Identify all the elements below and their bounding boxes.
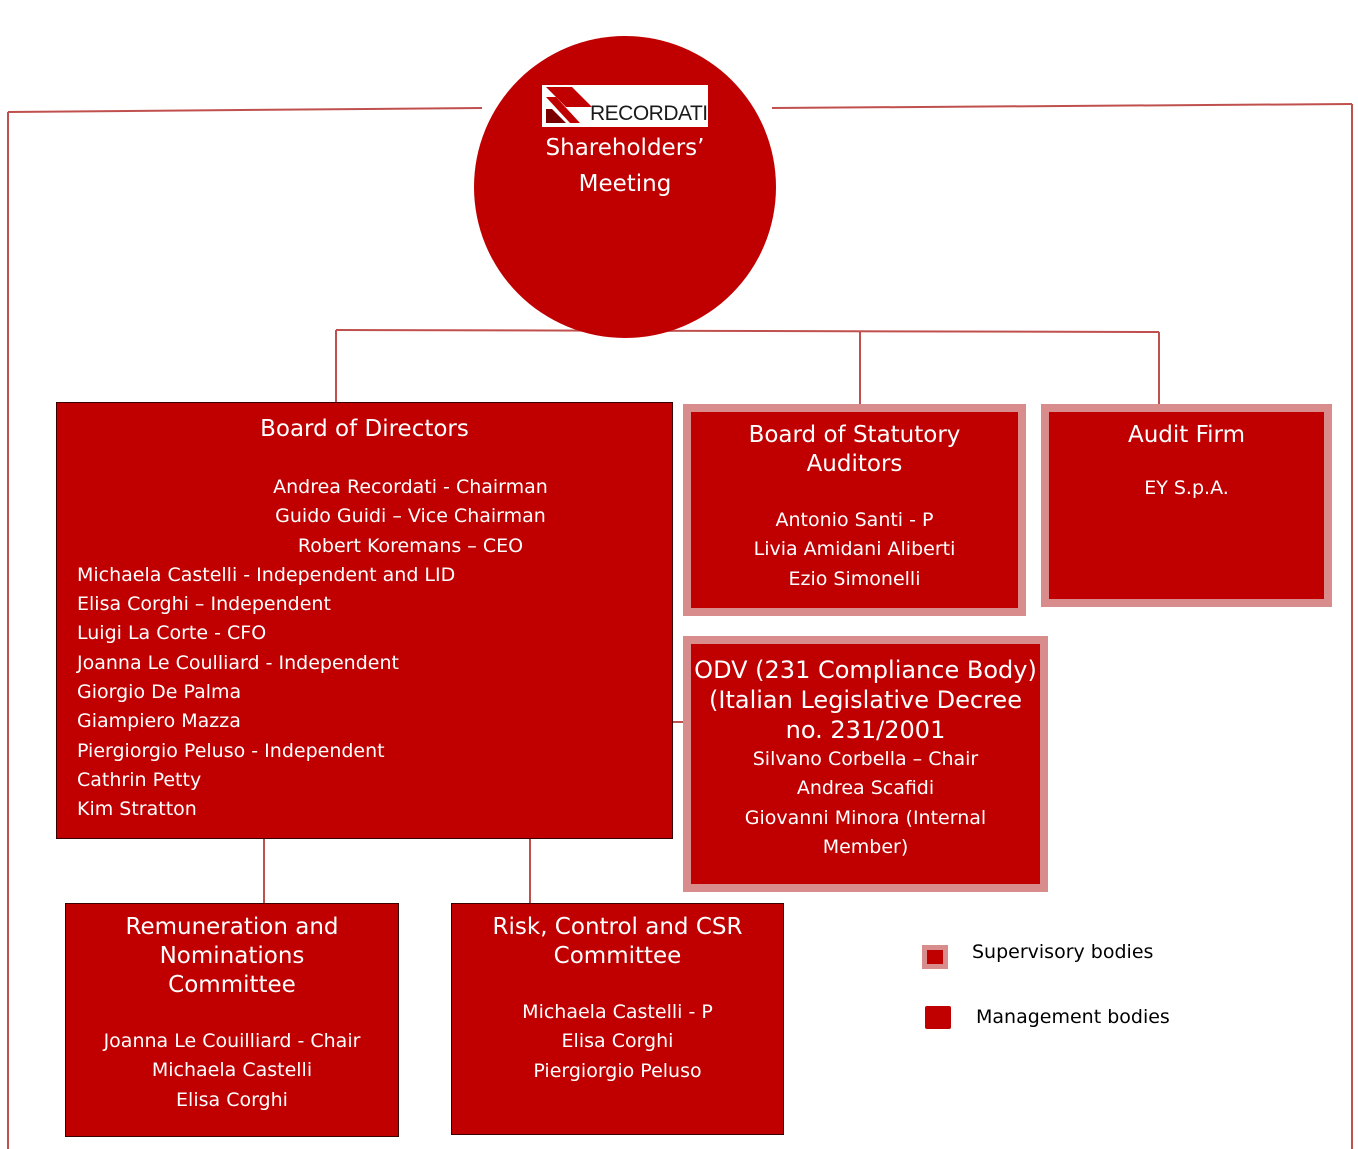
board-member: Andrea Recordati - Chairman — [273, 476, 548, 498]
shareholders-title-line2: Meeting — [578, 171, 672, 197]
remuneration-title-line: Nominations — [159, 943, 305, 969]
odv-members: Silvano Corbella – Chair Andrea Scafidi … — [691, 745, 1040, 862]
remuneration-title-line: Committee — [168, 972, 296, 998]
board-member: Kim Stratton — [77, 798, 197, 821]
legend-supervisory-label: Supervisory bodies — [972, 941, 1154, 963]
remuneration-member: Michaela Castelli — [151, 1059, 313, 1082]
shareholders-title: Shareholders’ Meeting — [474, 130, 776, 202]
odv-box: ODV (231 Compliance Body) (Italian Legis… — [683, 636, 1048, 892]
board-member: Luigi La Corte - CFO — [77, 622, 267, 645]
board-member: Elisa Corghi – Independent — [77, 593, 331, 616]
odv-title-line: no. 231/2001 — [785, 716, 946, 744]
board-left-members: Michaela Castelli - Independent and LID … — [57, 561, 672, 825]
statutory-members: Antonio Santi - P Livia Amidani Aliberti… — [691, 506, 1018, 594]
board-member: Giampiero Mazza — [77, 710, 241, 733]
recordati-logo: RECORDATI — [542, 85, 708, 127]
logo-text: RECORDATI — [590, 102, 708, 125]
odv-member: Giovanni Minora (Internal — [744, 806, 987, 829]
board-member: Michaela Castelli - Independent and LID — [77, 563, 456, 586]
board-member: Robert Koremans – CEO — [297, 534, 524, 557]
legend-supervisory-swatch — [922, 945, 948, 969]
board-member: Giorgio De Palma — [77, 681, 242, 704]
odv-title: ODV (231 Compliance Body) (Italian Legis… — [691, 655, 1040, 745]
board-of-directors-box: Board of Directors Andrea Recordati - Ch… — [56, 402, 673, 839]
statutory-title-line2: Auditors — [806, 451, 903, 477]
statutory-member: Ezio Simonelli — [788, 567, 921, 590]
statutory-auditors-box: Board of Statutory Auditors Antonio Sant… — [683, 404, 1026, 616]
risk-member: Elisa Corghi — [561, 1030, 674, 1053]
risk-title-line: Risk, Control and CSR — [492, 914, 743, 940]
remuneration-member: Elisa Corghi — [176, 1088, 288, 1111]
shareholders-title-line1: Shareholders’ — [545, 135, 705, 161]
odv-member: Andrea Scafidi — [796, 777, 935, 800]
audit-member: EY S.p.A. — [1144, 477, 1229, 499]
legend-management-label: Management bodies — [976, 1006, 1170, 1028]
remuneration-member: Joanna Le Couilliard - Chair — [103, 1030, 361, 1052]
risk-title-line: Committee — [553, 943, 682, 969]
board-member: Guido Guidi – Vice Chairman — [275, 505, 546, 528]
odv-title-line: (Italian Legislative Decree — [709, 686, 1022, 714]
odv-member: Silvano Corbella – Chair — [752, 748, 979, 770]
statutory-member: Livia Amidani Aliberti — [753, 538, 956, 561]
remuneration-title: Remuneration and Nominations Committee — [66, 913, 398, 1000]
board-member: Cathrin Petty — [77, 768, 202, 791]
board-member: Piergiorgio Peluso - Independent — [77, 739, 385, 762]
board-centered-members: Andrea Recordati - Chairman Guido Guidi … — [149, 473, 672, 561]
risk-member: Michaela Castelli - P — [522, 1001, 713, 1023]
board-member: Joanna Le Coulliard - Independent — [77, 651, 399, 674]
audit-firm-box: Audit Firm EY S.p.A. — [1041, 404, 1332, 607]
recordati-logo-mark: RECORDATI — [546, 87, 708, 125]
risk-members: Michaela Castelli - P Elisa Corghi Pierg… — [452, 998, 783, 1086]
risk-title: Risk, Control and CSR Committee — [452, 913, 783, 971]
statutory-member: Antonio Santi - P — [775, 509, 934, 531]
odv-member: Member) — [822, 835, 909, 858]
risk-member: Piergiorgio Peluso — [533, 1059, 702, 1082]
statutory-title-line1: Board of Statutory — [748, 422, 961, 448]
remuneration-committee-box: Remuneration and Nominations Committee J… — [65, 903, 399, 1137]
legend-management-swatch — [925, 1006, 951, 1029]
remuneration-title-line: Remuneration and — [125, 914, 339, 940]
odv-title-line: ODV (231 Compliance Body) — [694, 656, 1037, 684]
board-title: Board of Directors — [260, 416, 469, 442]
remuneration-members: Joanna Le Couilliard - Chair Michaela Ca… — [66, 1027, 398, 1115]
audit-title: Audit Firm — [1127, 422, 1246, 448]
risk-committee-box: Risk, Control and CSR Committee Michaela… — [451, 903, 784, 1135]
